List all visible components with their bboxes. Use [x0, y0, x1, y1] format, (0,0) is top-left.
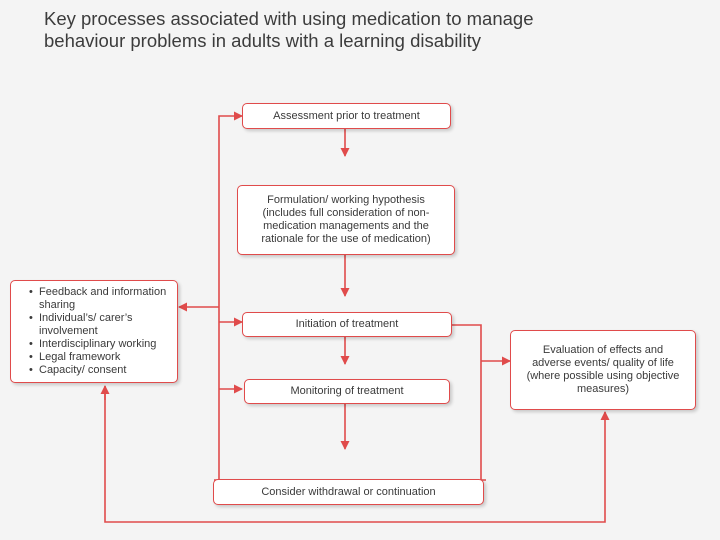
assessment-box: Assessment prior to treatment — [242, 103, 451, 129]
withdrawal-label: Consider withdrawal or continuation — [261, 485, 436, 498]
feedback-item-capacity: Capacity/ consent — [29, 364, 171, 377]
formulation-box: Formulation/ working hypothesis (include… — [237, 185, 455, 255]
diagram-title: Key processes associated with using medi… — [44, 8, 684, 52]
monitoring-label: Monitoring of treatment — [290, 385, 404, 397]
title-line-1: Key processes associated with using medi… — [44, 8, 534, 29]
assessment-label: Assessment prior to treatment — [273, 109, 420, 122]
evaluation-label: Evaluation of effects and adverse events… — [526, 344, 680, 395]
loop-initiation-to-withdrawal — [452, 324, 486, 481]
loop-withdrawal-to-assessment — [214, 111, 243, 481]
withdrawal-box: Consider withdrawal or continuation — [213, 479, 484, 505]
feedback-list: Feedback and information sharing Individ… — [23, 286, 171, 377]
monitoring-box: Monitoring of treatment — [244, 379, 450, 404]
feedback-box: Feedback and information sharing Individ… — [10, 280, 178, 383]
initiation-label: Initiation of treatment — [295, 318, 399, 330]
feedback-item-sharing: Feedback and information sharing — [29, 286, 171, 312]
bottom-loop — [104, 389, 610, 523]
feedback-item-interdisciplinary: Interdisciplinary working — [29, 338, 171, 351]
title-line-2: behaviour problems in adults with a lear… — [44, 30, 482, 51]
evaluation-box: Evaluation of effects and adverse events… — [510, 330, 696, 410]
formulation-label: Formulation/ working hypothesis (include… — [261, 194, 431, 245]
feedback-item-involvement: Individual’s/ carer’s involvement — [29, 312, 171, 338]
initiation-box: Initiation of treatment — [242, 312, 452, 337]
feedback-item-legal: Legal framework — [29, 351, 171, 364]
